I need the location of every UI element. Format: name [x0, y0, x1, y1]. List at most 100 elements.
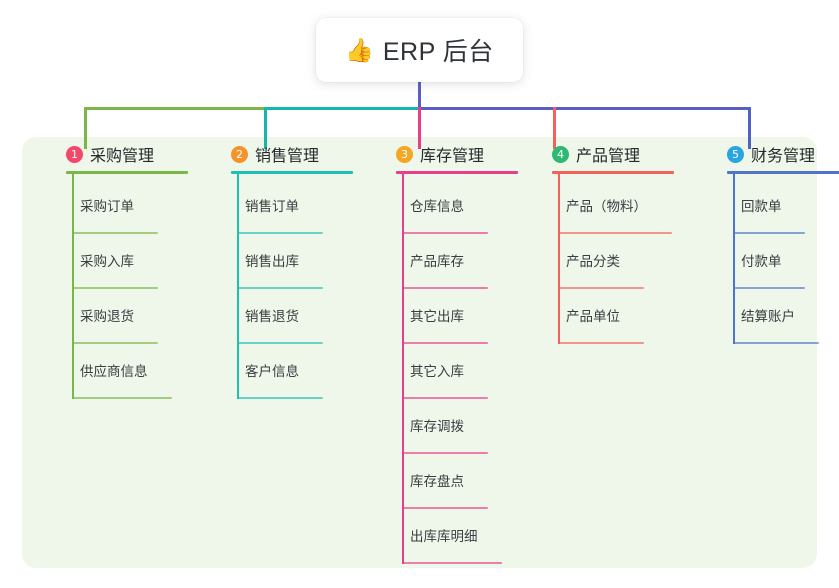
- module-item-label: 采购退货: [80, 309, 134, 324]
- module-header-label: 产品管理: [576, 148, 641, 165]
- root-node-card[interactable]: 👍 ERP 后台: [316, 18, 523, 82]
- module-item[interactable]: 回款单: [705, 179, 839, 234]
- module-item-rule: [237, 287, 323, 289]
- module-item-label: 采购入库: [80, 254, 134, 269]
- module-item[interactable]: 其它出库: [374, 289, 539, 344]
- connector-drop-column-3: [418, 107, 421, 149]
- module-header-label: 财务管理: [751, 148, 816, 165]
- module-item[interactable]: 客户信息: [209, 344, 374, 399]
- connector-bus-purple: [418, 107, 751, 110]
- module-item-label: 销售退货: [245, 309, 299, 324]
- module-item-label: 产品库存: [410, 254, 464, 269]
- module-item[interactable]: 供应商信息: [44, 344, 209, 399]
- module-item[interactable]: 付款单: [705, 234, 839, 289]
- module-item-rule: [402, 232, 488, 234]
- module-header-2[interactable]: 2 销售管理: [209, 137, 374, 171]
- module-item[interactable]: 库存盘点: [374, 454, 539, 509]
- module-spine: [733, 174, 735, 344]
- module-item-label: 库存盘点: [410, 474, 464, 489]
- module-item[interactable]: 产品库存: [374, 234, 539, 289]
- module-spine: [402, 174, 404, 564]
- module-item-rule: [558, 287, 644, 289]
- module-item-label: 采购订单: [80, 199, 134, 214]
- thumbs-up-icon: 👍: [345, 36, 374, 63]
- module-column-5: 5 财务管理回款单付款单结算账户: [705, 137, 839, 344]
- module-item[interactable]: 采购订单: [44, 179, 209, 234]
- connector-drop-column-2: [264, 107, 267, 149]
- module-item-rule: [402, 342, 488, 344]
- module-item-label: 其它出库: [410, 309, 464, 324]
- module-item-label: 付款单: [741, 254, 782, 269]
- module-item-list: 回款单付款单结算账户: [705, 174, 839, 344]
- module-number-badge: 2: [231, 145, 248, 163]
- connector-drop-column-1: [84, 107, 87, 149]
- module-item-rule: [402, 562, 502, 564]
- module-item-rule: [733, 232, 805, 234]
- module-header-5[interactable]: 5 财务管理: [705, 137, 839, 171]
- module-item-rule: [237, 342, 323, 344]
- connector-bus-teal: [264, 107, 429, 110]
- module-item[interactable]: 采购入库: [44, 234, 209, 289]
- module-spine: [558, 174, 560, 344]
- module-item-rule: [72, 232, 158, 234]
- module-item-list: 产品（物料） 产品分类产品单位: [530, 174, 705, 344]
- module-item[interactable]: 销售退货: [209, 289, 374, 344]
- module-item[interactable]: 产品单位: [530, 289, 705, 344]
- module-item[interactable]: 销售订单: [209, 179, 374, 234]
- module-item-label: 销售出库: [245, 254, 299, 269]
- module-item[interactable]: 产品分类: [530, 234, 705, 289]
- module-spine: [72, 174, 74, 399]
- module-number-badge: 4: [552, 145, 569, 163]
- module-item-list: 销售订单销售出库销售退货客户信息: [209, 174, 374, 399]
- module-header-rule: [727, 171, 839, 174]
- module-item-label: 产品分类: [566, 254, 620, 269]
- connector-stem: [418, 82, 421, 108]
- module-item-rule: [402, 452, 488, 454]
- module-item-label: 出库库明细: [410, 529, 478, 544]
- module-item[interactable]: 其它入库: [374, 344, 539, 399]
- module-item-rule: [72, 397, 172, 399]
- module-item-rule: [237, 232, 323, 234]
- module-item-label: 回款单: [741, 199, 782, 214]
- connector-drop-column-4: [553, 107, 556, 149]
- module-item-label: 其它入库: [410, 364, 464, 379]
- module-item-rule: [558, 342, 644, 344]
- module-header-rule: [396, 171, 518, 174]
- module-header-label: 销售管理: [255, 148, 320, 165]
- module-column-2: 2 销售管理销售订单销售出库销售退货客户信息: [209, 137, 374, 399]
- module-header-4[interactable]: 4 产品管理: [530, 137, 705, 171]
- module-item[interactable]: 库存调拨: [374, 399, 539, 454]
- module-item[interactable]: 出库库明细: [374, 509, 539, 564]
- module-item[interactable]: 仓库信息: [374, 179, 539, 234]
- module-item-label: 结算账户: [741, 309, 795, 324]
- module-item[interactable]: 产品（物料）: [530, 179, 705, 234]
- module-item-rule: [72, 342, 158, 344]
- module-item-rule: [402, 507, 488, 509]
- module-item[interactable]: 结算账户: [705, 289, 839, 344]
- module-item-label: 产品单位: [566, 309, 620, 324]
- module-header-rule: [66, 171, 188, 174]
- module-item-rule: [558, 232, 672, 234]
- module-header-label: 库存管理: [420, 148, 485, 165]
- connector-drop-column-5: [748, 107, 751, 149]
- module-item[interactable]: 销售出库: [209, 234, 374, 289]
- root-node-content: 👍 ERP 后台: [345, 32, 494, 68]
- module-item-rule: [402, 287, 488, 289]
- module-item[interactable]: 采购退货: [44, 289, 209, 344]
- module-header-rule: [552, 171, 674, 174]
- module-item-label: 产品（物料）: [566, 199, 647, 214]
- module-item-label: 销售订单: [245, 199, 299, 214]
- module-number-badge: 5: [727, 145, 744, 163]
- connector-bus-green: [84, 107, 264, 110]
- module-item-label: 仓库信息: [410, 199, 464, 214]
- page-title: ERP 后台: [382, 38, 494, 66]
- module-item-label: 客户信息: [245, 364, 299, 379]
- module-item-list: 采购订单采购入库采购退货供应商信息: [44, 174, 209, 399]
- module-spine: [237, 174, 239, 399]
